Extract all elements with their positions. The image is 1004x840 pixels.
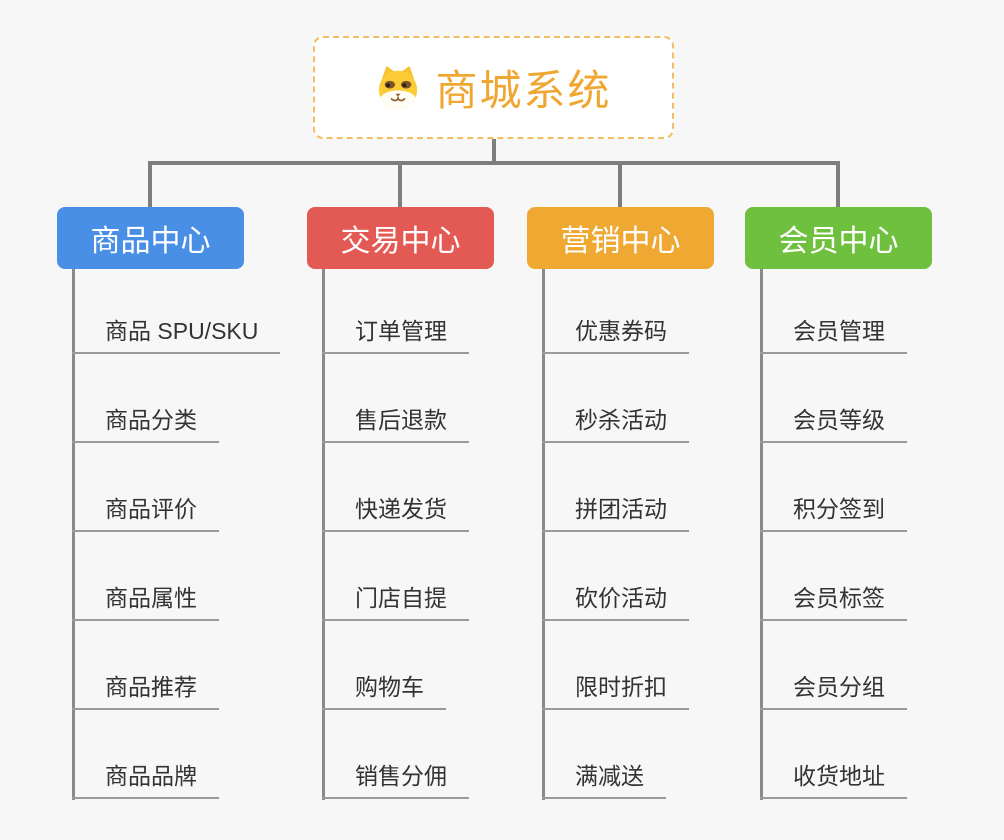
- leaf-node[interactable]: 优惠券码: [542, 265, 689, 354]
- leaf-node[interactable]: 商品分类: [72, 354, 219, 443]
- branch-trade-center[interactable]: 交易中心: [307, 207, 494, 269]
- leaf-node[interactable]: 积分签到: [760, 443, 907, 532]
- leaf-node[interactable]: 订单管理: [322, 265, 469, 354]
- leaf-node[interactable]: 快递发货: [322, 443, 469, 532]
- leaf-node[interactable]: 商品属性: [72, 532, 219, 621]
- leaf-node[interactable]: 会员等级: [760, 354, 907, 443]
- leaf-node[interactable]: 售后退款: [322, 354, 469, 443]
- leaf-node[interactable]: 砍价活动: [542, 532, 689, 621]
- connector-trunk: [542, 269, 545, 800]
- branch-marketing-center[interactable]: 营销中心: [527, 207, 714, 269]
- connector-trunk: [72, 269, 75, 800]
- connector-root-stem: [492, 138, 496, 164]
- branch-marketing-children: 优惠券码 秒杀活动 拼团活动 砍价活动 限时折扣 满减送: [542, 265, 689, 799]
- branch-member-center[interactable]: 会员中心: [745, 207, 932, 269]
- connector-horizontal: [148, 161, 840, 165]
- leaf-node[interactable]: 商品品牌: [72, 710, 219, 799]
- branch-label: 交易中心: [340, 225, 461, 258]
- root-node[interactable]: 商城系统: [313, 36, 674, 139]
- leaf-node[interactable]: 销售分佣: [322, 710, 469, 799]
- connector-trunk: [322, 269, 325, 800]
- leaf-node[interactable]: 会员分组: [760, 621, 907, 710]
- branch-member-children: 会员管理 会员等级 积分签到 会员标签 会员分组 收货地址: [760, 265, 907, 799]
- connector-drop: [398, 163, 402, 208]
- connector-drop: [148, 163, 152, 208]
- branch-label: 商品中心: [90, 225, 211, 258]
- branch-trade-children: 订单管理 售后退款 快递发货 门店自提 购物车 销售分佣: [322, 265, 469, 799]
- leaf-node[interactable]: 限时折扣: [542, 621, 689, 710]
- leaf-node[interactable]: 购物车: [322, 621, 446, 710]
- branch-product-center[interactable]: 商品中心: [57, 207, 244, 269]
- root-title: 商城系统: [435, 67, 612, 114]
- leaf-node[interactable]: 满减送: [542, 710, 666, 799]
- connector-drop: [618, 163, 622, 208]
- connector-trunk: [760, 269, 763, 800]
- branch-label: 营销中心: [560, 225, 681, 258]
- leaf-node[interactable]: 会员标签: [760, 532, 907, 621]
- leaf-node[interactable]: 门店自提: [322, 532, 469, 621]
- leaf-node[interactable]: 秒杀活动: [542, 354, 689, 443]
- connector-drop: [836, 163, 840, 208]
- leaf-node[interactable]: 会员管理: [760, 265, 907, 354]
- branch-product-children: 商品 SPU/SKU 商品分类 商品评价 商品属性 商品推荐 商品品牌: [72, 265, 281, 799]
- leaf-node[interactable]: 商品推荐: [72, 621, 219, 710]
- leaf-node[interactable]: 商品评价: [72, 443, 219, 532]
- shiba-dog-icon: [379, 65, 418, 109]
- branch-label: 会员中心: [778, 225, 899, 258]
- leaf-node[interactable]: 商品 SPU/SKU: [72, 265, 281, 354]
- leaf-node[interactable]: 拼团活动: [542, 443, 689, 532]
- leaf-node[interactable]: 收货地址: [760, 710, 907, 799]
